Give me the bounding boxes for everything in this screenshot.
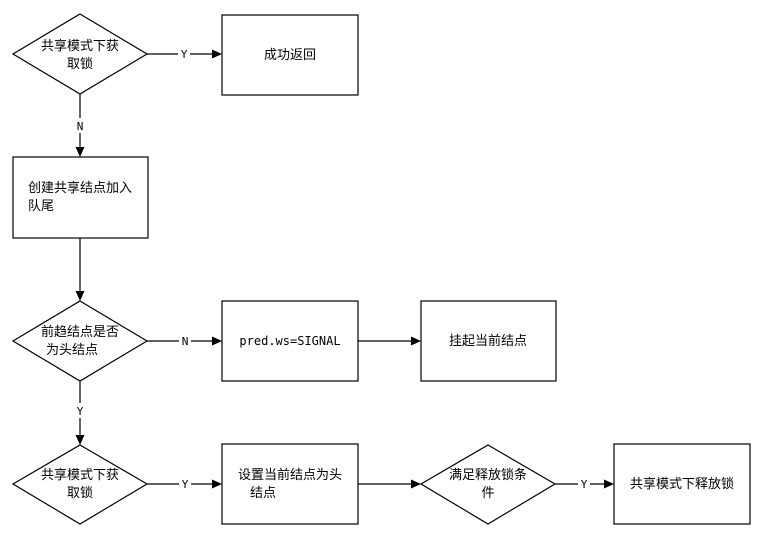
process-release-shared: 共享模式下释放锁 [613,443,751,525]
process-set-head: 设置当前结点为头 结点 [221,443,359,525]
node-text-line-1: 设置当前结点为头 [238,467,342,483]
edge-label-d2-pred: N [182,335,189,348]
edge-label-d2-d3: Y [77,405,84,418]
process-pred-ws-signal: pred.ws=SIGNAL [221,300,359,382]
decision-release-condition: 满足释放锁条 件 [419,444,557,525]
edge-label-d1-success: Y [181,48,188,61]
node-text-line-2: 结点 [250,486,276,501]
node-text-line-1: 前趋结点是否 [41,324,119,340]
node-text-line-1: 成功返回 [264,48,316,63]
decision-pred-is-head: 前趋结点是否 为头结点 [11,300,149,382]
arrowhead [604,479,614,489]
edge-labels: Y N N Y Y Y [74,46,590,491]
decision-acquire-shared-1: 共享模式下获 取锁 [11,13,149,95]
node-text-line-1: pred.ws=SIGNAL [239,334,340,348]
node-text-line-1: 满足释放锁条 [449,467,527,483]
edge-label-d4-release: Y [581,478,588,491]
node-text-line-2: 为头结点 [46,343,98,358]
arrowhead [75,291,85,301]
decision-acquire-shared-2: 共享模式下获 取锁 [11,444,149,525]
process-create-shared-node: 创建共享结点加入 队尾 [12,156,149,239]
node-text-line-1: 共享模式下释放锁 [630,476,734,492]
node-text-line-1: 共享模式下获 [41,38,119,54]
edges [75,49,614,489]
arrowhead [212,336,222,346]
arrowhead [212,479,222,489]
arrowhead [75,435,85,445]
process-park-current-node: 挂起当前结点 [420,300,557,382]
node-text-line-2: 取锁 [67,56,93,72]
arrowhead [212,49,222,59]
node-text-line-1: 挂起当前结点 [449,333,527,349]
arrowhead [411,336,421,346]
edge-label-d1-create: N [77,120,84,133]
arrowhead [75,147,85,157]
arrowhead [411,479,421,489]
edge-label-d3-sethead: Y [182,478,189,491]
node-text-line-2: 件 [481,486,494,501]
process-success-return: 成功返回 [221,14,359,96]
node-text-line-2: 取锁 [67,485,93,501]
node-text-line-1: 共享模式下获 [41,467,119,483]
node-text-line-1: 创建共享结点加入 [28,180,132,196]
node-text-line-2: 队尾 [28,199,54,214]
